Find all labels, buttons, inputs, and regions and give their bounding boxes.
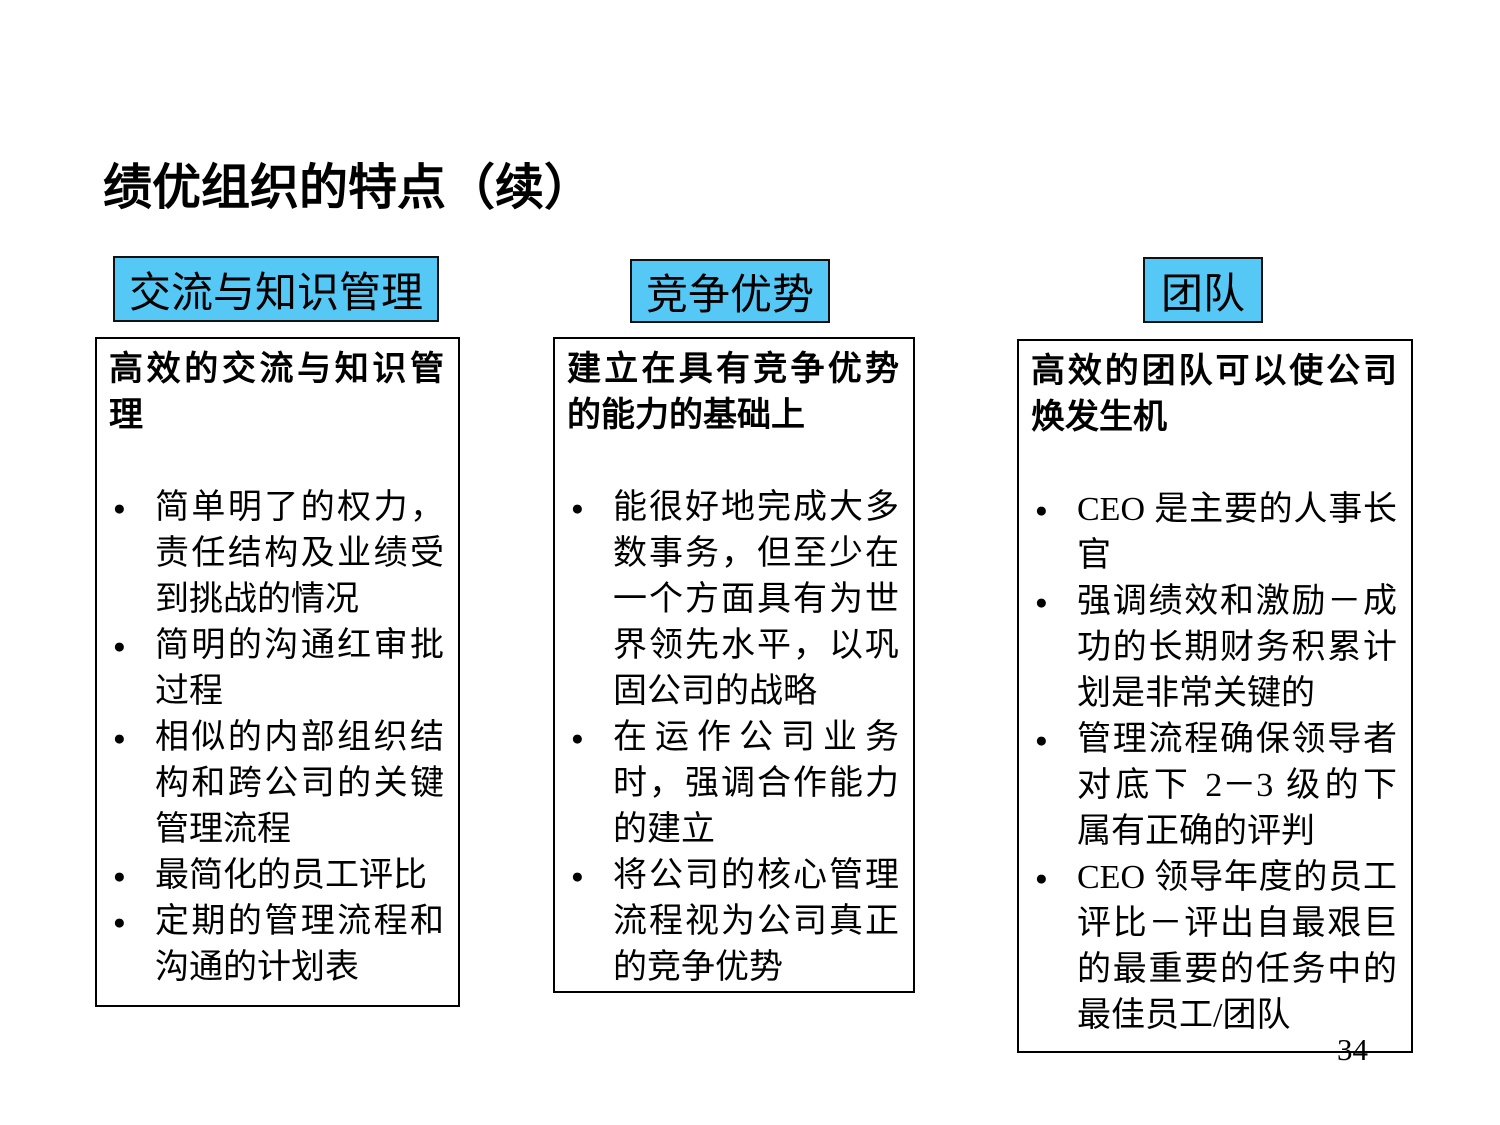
list-item: ● 最简化的员工评比 xyxy=(109,853,444,899)
column-box-team: 高效的团队可以使公司焕发生机 ● CEO 是主要的人事长官 ● 强调绩效和激励－… xyxy=(1017,339,1413,1053)
column-intro: 高效的交流与知识管理 xyxy=(109,351,444,434)
column-intro: 高效的团队可以使公司焕发生机 xyxy=(1031,353,1397,436)
bullet-dot-icon: ● xyxy=(113,634,126,658)
page-number: 34 xyxy=(1337,1032,1368,1067)
column-intro: 建立在具有竞争优势的能力的基础上 xyxy=(567,351,899,434)
bullet-dot-icon: ● xyxy=(113,496,126,520)
list-item: ● 能很好地完成大多数事务，但至少在一个方面具有为世界领先水平，以巩固公司的战略 xyxy=(567,485,899,715)
bullet-dot-icon: ● xyxy=(571,496,584,520)
column-box-communication: 高效的交流与知识管理 ● 简单明了的权力，责任结构及业绩受到挑战的情况 ● 简明… xyxy=(95,337,460,1007)
bullet-text: 在运作公司业务时，强调合作能力的建立 xyxy=(613,719,899,848)
bullet-dot-icon: ● xyxy=(571,726,584,750)
bullet-text: CEO 领导年度的员工评比－评出自最艰巨的最重要的任务中的最佳员工/团队 xyxy=(1077,859,1397,1034)
bullet-dot-icon: ● xyxy=(1035,498,1048,522)
bullet-dot-icon: ● xyxy=(1035,728,1048,752)
column-box-competitive-advantage: 建立在具有竞争优势的能力的基础上 ● 能很好地完成大多数事务，但至少在一个方面具… xyxy=(553,337,915,993)
bullet-dot-icon: ● xyxy=(113,726,126,750)
bullet-text: 强调绩效和激励－成功的长期财务积累计划是非常关键的 xyxy=(1077,583,1397,712)
bullet-text: 相似的内部组织结构和跨公司的关键管理流程 xyxy=(155,719,444,848)
bullet-text: 简明的沟通红审批过程 xyxy=(155,627,444,710)
bullet-text: 将公司的核心管理流程视为公司真正的竞争优势 xyxy=(613,857,899,986)
list-item: ● 简明的沟通红审批过程 xyxy=(109,623,444,715)
bullet-dot-icon: ● xyxy=(1035,866,1048,890)
list-item: ● 将公司的核心管理流程视为公司真正的竞争优势 xyxy=(567,853,899,991)
bullet-text: 最简化的员工评比 xyxy=(155,857,427,894)
bullet-dot-icon: ● xyxy=(113,864,126,888)
list-item: ● CEO 领导年度的员工评比－评出自最艰巨的最重要的任务中的最佳员工/团队 xyxy=(1031,855,1397,1039)
column-header-competitive-advantage: 竞争优势 xyxy=(630,259,830,323)
list-item: ● 定期的管理流程和沟通的计划表 xyxy=(109,899,444,991)
bullet-text: CEO 是主要的人事长官 xyxy=(1077,491,1397,574)
list-item: ● 简单明了的权力，责任结构及业绩受到挑战的情况 xyxy=(109,485,444,623)
bullet-text: 能很好地完成大多数事务，但至少在一个方面具有为世界领先水平，以巩固公司的战略 xyxy=(613,489,899,710)
list-item: ● 强调绩效和激励－成功的长期财务积累计划是非常关键的 xyxy=(1031,579,1397,717)
list-item: ● 相似的内部组织结构和跨公司的关键管理流程 xyxy=(109,715,444,853)
bullet-dot-icon: ● xyxy=(571,864,584,888)
column-header-team: 团队 xyxy=(1143,257,1263,323)
bullet-text: 管理流程确保领导者对底下 2－3 级的下属有正确的评判 xyxy=(1077,721,1397,850)
list-item: ● CEO 是主要的人事长官 xyxy=(1031,487,1397,579)
list-item: ● 管理流程确保领导者对底下 2－3 级的下属有正确的评判 xyxy=(1031,717,1397,855)
page-title: 绩优组织的特点（续） xyxy=(103,160,594,215)
bullet-dot-icon: ● xyxy=(1035,590,1048,614)
bullet-text: 定期的管理流程和沟通的计划表 xyxy=(155,903,444,986)
column-header-communication: 交流与知识管理 xyxy=(113,256,439,322)
bullet-text: 简单明了的权力，责任结构及业绩受到挑战的情况 xyxy=(155,489,444,618)
list-item: ● 在运作公司业务时，强调合作能力的建立 xyxy=(567,715,899,853)
bullet-dot-icon: ● xyxy=(113,910,126,934)
